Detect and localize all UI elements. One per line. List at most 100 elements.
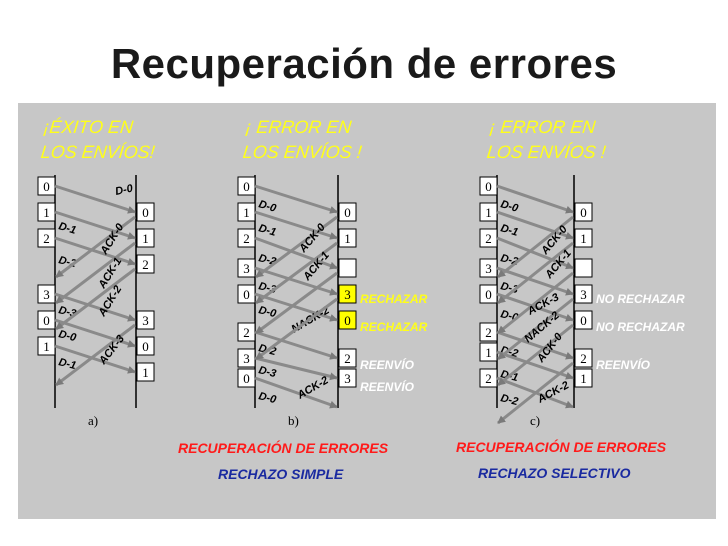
diagram-a-sender-box-4-label: 3 [43, 287, 50, 302]
diagram-a-receiver-box-4 [136, 310, 155, 330]
diagram-c-caption: c) [530, 413, 540, 428]
diagram-b-note-3: REENVÍO [360, 357, 415, 372]
diagram-a-receiver-box-4-label: 3 [142, 313, 149, 328]
diagram-b-frame-arrow-3 [254, 236, 338, 270]
diagram-c-ack-arrow-5 [497, 323, 574, 387]
diagram-c-sender-box-7-label: 1 [485, 345, 492, 360]
diagram-c-sender-box-6-label: 2 [485, 325, 492, 340]
diagram-c-ack-arrow-4 [497, 297, 574, 361]
diagram-c-receiver-box-1-label: 0 [580, 205, 587, 220]
diagram-b-frame-arrow-8 [254, 376, 338, 409]
diagram-a-ack-arrow-4 [55, 323, 136, 387]
diagram-b-receiver-box-6-label: 2 [344, 351, 351, 366]
diagram-b-sender-box-7-label: 3 [243, 351, 250, 366]
diagram-a-ack-arrow-2 [55, 241, 136, 305]
diagram-c-receiver-box-3 [574, 258, 593, 278]
diagram-c-sender-box-5-label: 0 [485, 287, 492, 302]
diagram-a-receiver-box-1 [136, 202, 155, 222]
diagram-a-sender-box-6-label: 1 [43, 339, 50, 354]
diagram-c-receiver-box-7-label: 1 [580, 371, 587, 386]
diagram-a-frame-label-1: D-0 [114, 182, 135, 198]
diagram-a-frame-arrow-6 [54, 344, 136, 374]
diagram-a-ack-arrow-3 [55, 267, 136, 331]
diagram-b-ack-arrow-4 [255, 297, 338, 361]
diagram-c-sender-box-3-label: 2 [485, 231, 492, 246]
diagram-c-note-1: NO RECHAZAR [596, 292, 685, 306]
diagram-b-heading-line-1: ¡ ERROR EN [244, 117, 353, 137]
diagram-a-frame-label-5: D-0 [57, 328, 78, 344]
diagram-b-receiver-box-1-label: 0 [344, 205, 351, 220]
diagram-a-receiver-box-1-label: 0 [142, 205, 149, 220]
diagram-c-heading-line-1: ¡ ERROR EN [488, 117, 597, 137]
diagram-c-receiver-box-2 [574, 228, 593, 248]
diagram-a-receiver-box-2 [136, 228, 155, 248]
diagram-c-frame-label-1: D-0 [499, 198, 520, 215]
bottom-label-2-line-2: RECHAZO SELECTIVO [478, 465, 631, 481]
diagram-b-frame-arrow-6 [254, 330, 338, 360]
diagram-a-frame-label-4: D-3 [57, 304, 77, 320]
diagram-c-ack-arrow-6 [497, 361, 574, 425]
diagram-b-frame-label-8: D-0 [257, 390, 278, 406]
diagram-a-sender-box-1-label: 0 [43, 179, 50, 194]
diagram-a-receiver-box-6-label: 1 [142, 365, 149, 380]
diagram-b-receiver-box-2 [338, 228, 357, 248]
diagram-b-receiver-box-2-label: 1 [344, 231, 351, 246]
diagram-b-receiver-box-5-label: 0 [344, 313, 351, 328]
diagram-b-sender-box-4-label: 3 [243, 261, 250, 276]
diagram-c-sender-box-1-label: 0 [485, 179, 492, 194]
diagram-a-frame-arrow-1 [54, 184, 136, 214]
diagram-c-receiver-box-5 [574, 310, 593, 330]
bottom-label-2-line-1: RECUPERACIÓN DE ERRORES [456, 438, 667, 455]
diagram-a-frame-arrow-4 [54, 292, 136, 322]
diagram-b-note-4: REENVÍO [360, 379, 415, 394]
diagram-c-frame-arrow-6 [496, 330, 574, 360]
diagram-a-ack-arrow-1 [55, 215, 136, 279]
diagram-c-receiver-box-1 [574, 202, 593, 222]
diagram-c-sender-box-8-label: 2 [485, 371, 492, 386]
diagram-a-frame-label-2: D-1 [57, 220, 77, 236]
diagram-c-frame-arrow-4 [496, 266, 574, 296]
diagram-b-note-1: RECHAZAR [360, 292, 428, 306]
diagram-c-frame-label-4: D-3 [499, 280, 519, 296]
diagram-b-receiver-box-7 [338, 368, 357, 388]
diagram-c-receiver-box-5-label: 0 [580, 313, 587, 328]
diagram-b-frame-label-2: D-1 [257, 222, 277, 238]
diagram-c-frame-label-8: D-2 [499, 392, 519, 408]
diagram-c-frame-label-3: D-2 [499, 252, 519, 268]
diagram-b-receiver-box-4 [338, 284, 357, 304]
diagram-b-frame-arrow-4 [254, 266, 338, 296]
diagram-c-receiver-box-4 [574, 284, 593, 304]
diagram-b-receiver-box-3 [338, 258, 357, 278]
diagram-b-caption: b) [288, 413, 299, 428]
diagram-c-sender-box-4-label: 3 [485, 261, 492, 276]
diagram-a-frame-label-6: D-1 [57, 356, 77, 372]
diagram-c-receiver-box-6-label: 2 [580, 351, 587, 366]
diagram-b-frame-arrow-2 [254, 210, 338, 240]
diagram-b-note-2: RECHAZAR [360, 320, 428, 334]
diagram-c-receiver-box-7 [574, 368, 593, 388]
diagram-a-sender-box-2-label: 1 [43, 205, 50, 220]
diagram-c-frame-label-2: D-1 [499, 222, 519, 238]
diagram-b-frame-label-3: D-2 [257, 252, 277, 268]
diagram-b-sender-box-8-label: 0 [243, 371, 250, 386]
diagram-a-frame-arrow-3 [54, 236, 136, 266]
diagram-a-receiver-box-3-label: 2 [142, 257, 149, 272]
diagram-a-receiver-box-2-label: 1 [142, 231, 149, 246]
diagram-b-receiver-box-6 [338, 348, 357, 368]
diagram-b-sender-box-6-label: 2 [243, 325, 250, 340]
diagram-c-frame-arrow-3 [496, 236, 574, 270]
diagram-c-frame-arrow-1 [496, 184, 574, 214]
diagram-c-frame-arrow-5 [496, 292, 574, 322]
diagram-c-sender-box-2-label: 1 [485, 205, 492, 220]
diagram-c-note-2: NO RECHAZAR [596, 320, 685, 334]
diagram-c-heading-line-2: LOS ENVÍOS ! [486, 142, 607, 162]
diagram-b-heading-line-2: LOS ENVÍOS ! [242, 142, 363, 162]
diagram-b-sender-box-2-label: 1 [243, 205, 250, 220]
diagram-a-receiver-box-5-label: 0 [142, 339, 149, 354]
page-title: Recuperación de errores [110, 40, 618, 87]
diagram-b-frame-label-7: D-3 [257, 364, 277, 380]
diagram-a-sender-box-3-label: 2 [43, 231, 50, 246]
diagram-c-ack-arrow-2 [497, 241, 574, 305]
